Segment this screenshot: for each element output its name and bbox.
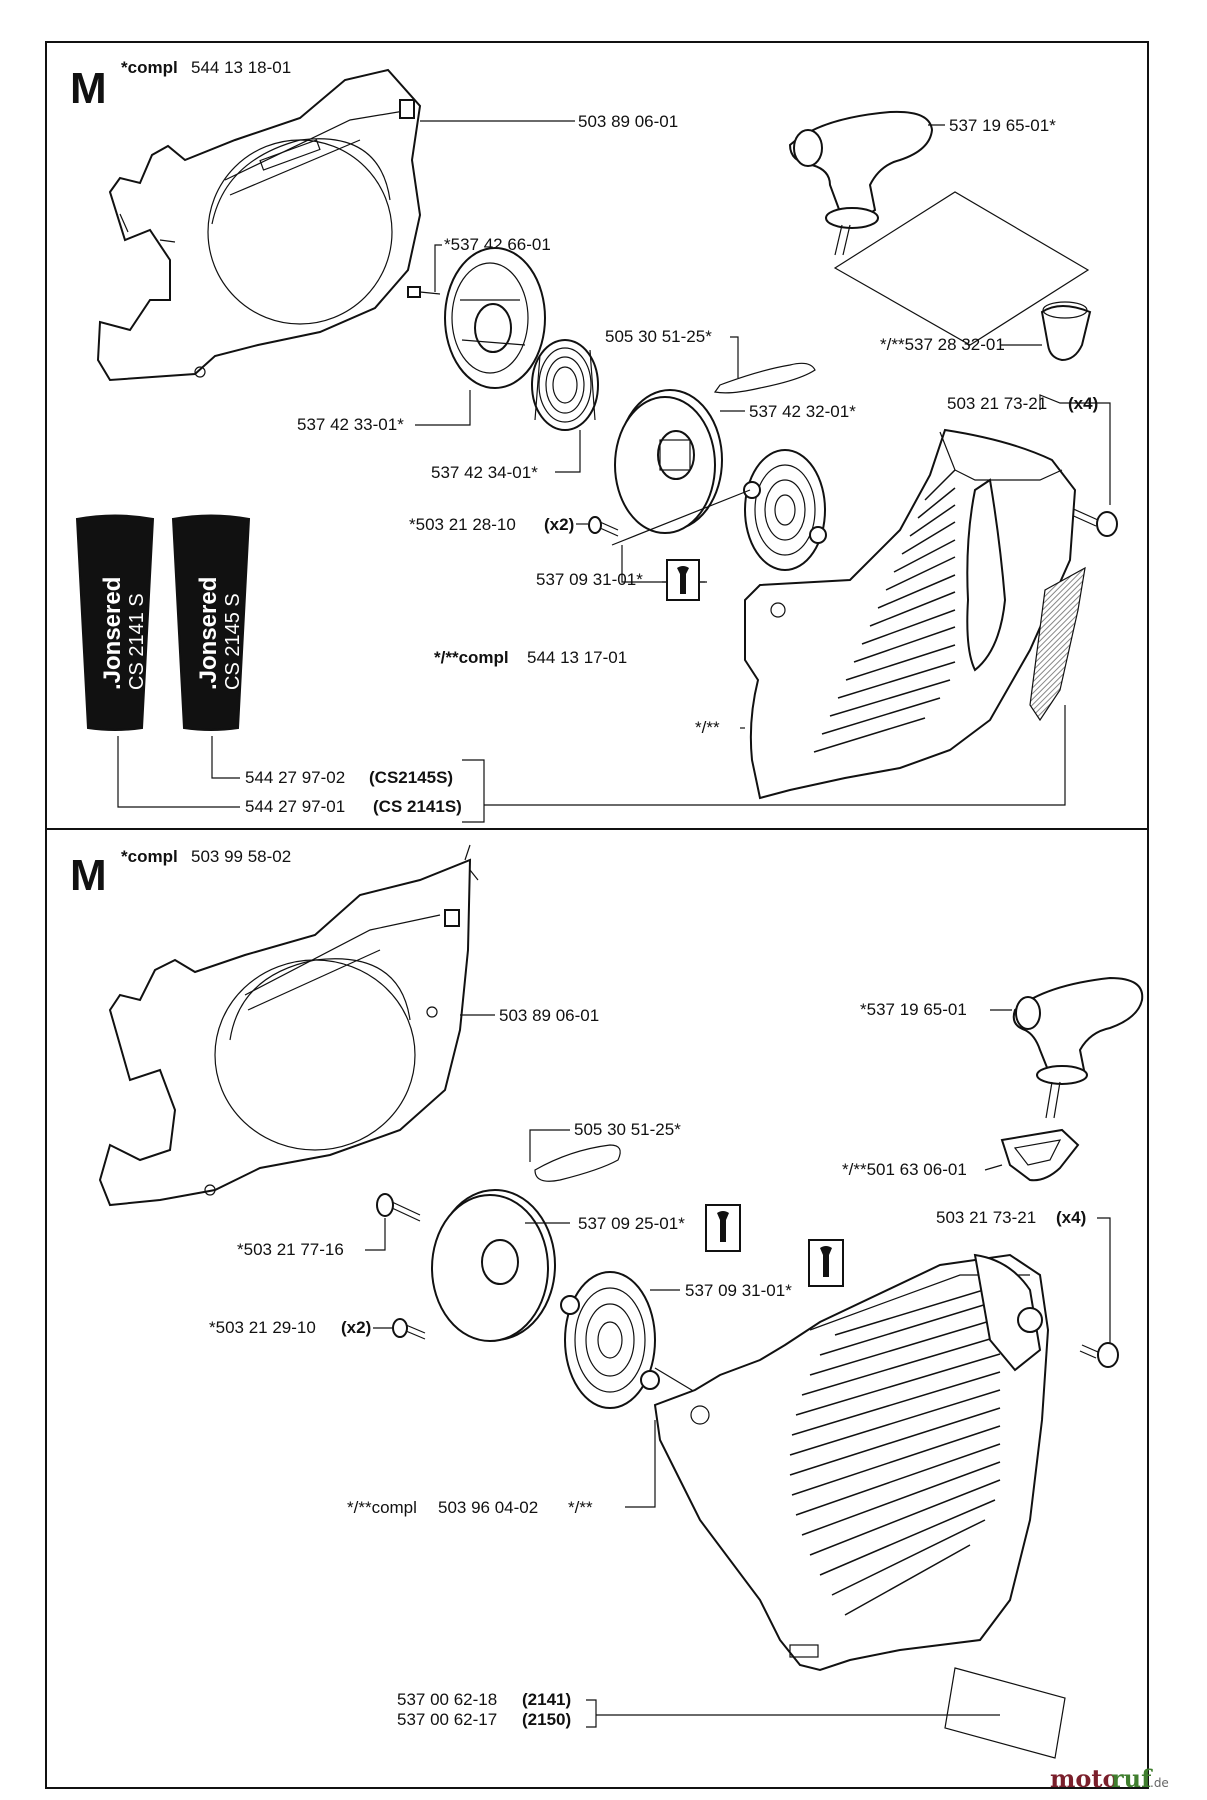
label-decal-2141-model: (CS 2141S) — [373, 797, 462, 816]
rope-guide-bottom — [1000, 1128, 1080, 1182]
label-bolts-qty: (x4) — [1068, 394, 1098, 413]
wrench-glyph — [717, 1211, 729, 1242]
label-housing: 503 89 06-01 — [499, 1006, 599, 1025]
assembly-compl-number: 503 99 58-02 — [191, 847, 291, 866]
starter-housing — [98, 844, 479, 1207]
spring-cassette-bottom — [560, 1271, 701, 1409]
decal-cs2145: .Jonsered CS 2145 S — [171, 514, 251, 731]
bolt-bottom — [1079, 1342, 1119, 1368]
label-decal-2141: 544 27 97-01 — [245, 797, 345, 816]
screw-top — [407, 286, 441, 298]
label-bolts: 503 21 73-21 — [947, 394, 1047, 413]
label-rope: 505 30 51-25* — [605, 327, 712, 346]
screw-x2-top — [588, 516, 619, 537]
rope-pulley — [431, 1189, 556, 1342]
starter-handle — [788, 110, 934, 256]
label-spring-cassette: 537 09 31-01* — [536, 570, 643, 589]
assembly-compl-label: *compl — [121, 847, 178, 866]
label-rope: 505 30 51-25* — [574, 1120, 681, 1139]
label-decal-2150-model: (2150) — [522, 1710, 571, 1729]
label-decal-2141: 537 00 62-18 — [397, 1690, 497, 1709]
bottom-panel-frame — [45, 828, 1149, 1789]
bottom-panel: M *compl 503 99 58-02 503 89 06-01 *537 … — [70, 844, 1144, 1759]
starter-housing — [96, 68, 422, 382]
starter-cover-bottom — [653, 1253, 1050, 1672]
watermark-part-b: ruf — [1111, 1764, 1153, 1793]
starter-rope — [534, 1144, 621, 1182]
starter-rope — [713, 362, 816, 394]
label-housing: 503 89 06-01 — [578, 112, 678, 131]
label-bolts: 503 21 73-21 — [936, 1208, 1036, 1227]
spring-cassette-top — [743, 449, 827, 571]
wrench-glyph — [820, 1246, 832, 1277]
cover-compl-number: 544 13 17-01 — [527, 648, 627, 667]
label-rope-guide: */**501 63 06-01 — [842, 1160, 967, 1179]
label-pulley: 537 09 25-01* — [578, 1214, 685, 1233]
assembly-compl-label: *compl — [121, 58, 178, 77]
label-decal-2150: 537 00 62-17 — [397, 1710, 497, 1729]
decal-model: CS 2145 S — [222, 593, 244, 690]
watermark: moto ruf .de — [1050, 1764, 1169, 1793]
side-decal-top — [1029, 566, 1086, 722]
cover-compl-prefix: */**compl — [434, 648, 509, 667]
spring-small — [531, 339, 599, 431]
bolt-top — [1057, 502, 1118, 537]
rope-guide-top — [1040, 301, 1092, 362]
label-decal-2145: 544 27 97-02 — [245, 768, 345, 787]
label-handle: *537 19 65-01 — [860, 1000, 967, 1019]
label-rope-guide: */**537 28 32-01 — [880, 335, 1005, 354]
decal-brand: .Jonsered — [195, 577, 222, 690]
label-decal-2141-model: (2141) — [522, 1690, 571, 1709]
label-pawl-carrier: 537 42 33-01* — [297, 415, 404, 434]
label-cover-marker: */** — [568, 1498, 593, 1517]
screw-x2-bottom — [392, 1318, 426, 1340]
watermark-part-a: moto — [1050, 1764, 1119, 1793]
top-panel: M *compl 544 13 18-01 503 89 06-01 *537 … — [70, 58, 1118, 823]
label-cover-marker: */** — [695, 718, 720, 737]
starter-handle — [1012, 976, 1144, 1119]
label-pulley: 537 42 32-01* — [749, 402, 856, 421]
screw-center — [376, 1193, 421, 1222]
label-cover-number: 503 96 04-02 — [438, 1498, 538, 1517]
section-letter: M — [70, 64, 107, 113]
decal-model: CS 2141 S — [126, 593, 148, 690]
label-spring-cassette: 537 09 31-01* — [685, 1281, 792, 1300]
wrench-glyph — [677, 566, 689, 594]
label-screw-x2: *503 21 29-10 — [209, 1318, 316, 1337]
label-cover-prefix: */**compl — [347, 1498, 417, 1517]
pawl-carrier — [444, 247, 546, 389]
label-screw-center: *503 21 77-16 — [237, 1240, 344, 1259]
label-handle: 537 19 65-01* — [949, 116, 1056, 135]
label-spring-small: 537 42 34-01* — [431, 463, 538, 482]
top-decal-sheet — [833, 191, 1090, 346]
label-screw-x2-qty: (x2) — [341, 1318, 371, 1337]
rope-pulley — [614, 389, 723, 534]
label-screw-top: *537 42 66-01 — [444, 235, 551, 254]
decal-cs2141: .Jonsered CS 2141 S — [75, 514, 155, 731]
label-screw-x2-qty: (x2) — [544, 515, 574, 534]
bottom-decal-sheet — [944, 1667, 1066, 1759]
label-screw-x2: *503 21 28-10 — [409, 515, 516, 534]
label-bolts-qty: (x4) — [1056, 1208, 1086, 1227]
section-letter: M — [70, 851, 107, 900]
assembly-compl-number: 544 13 18-01 — [191, 58, 291, 77]
starter-cover-top — [744, 428, 1077, 800]
label-decal-2145-model: (CS2145S) — [369, 768, 453, 787]
watermark-suffix: .de — [1150, 1776, 1169, 1790]
decal-brand: .Jonsered — [99, 577, 126, 690]
